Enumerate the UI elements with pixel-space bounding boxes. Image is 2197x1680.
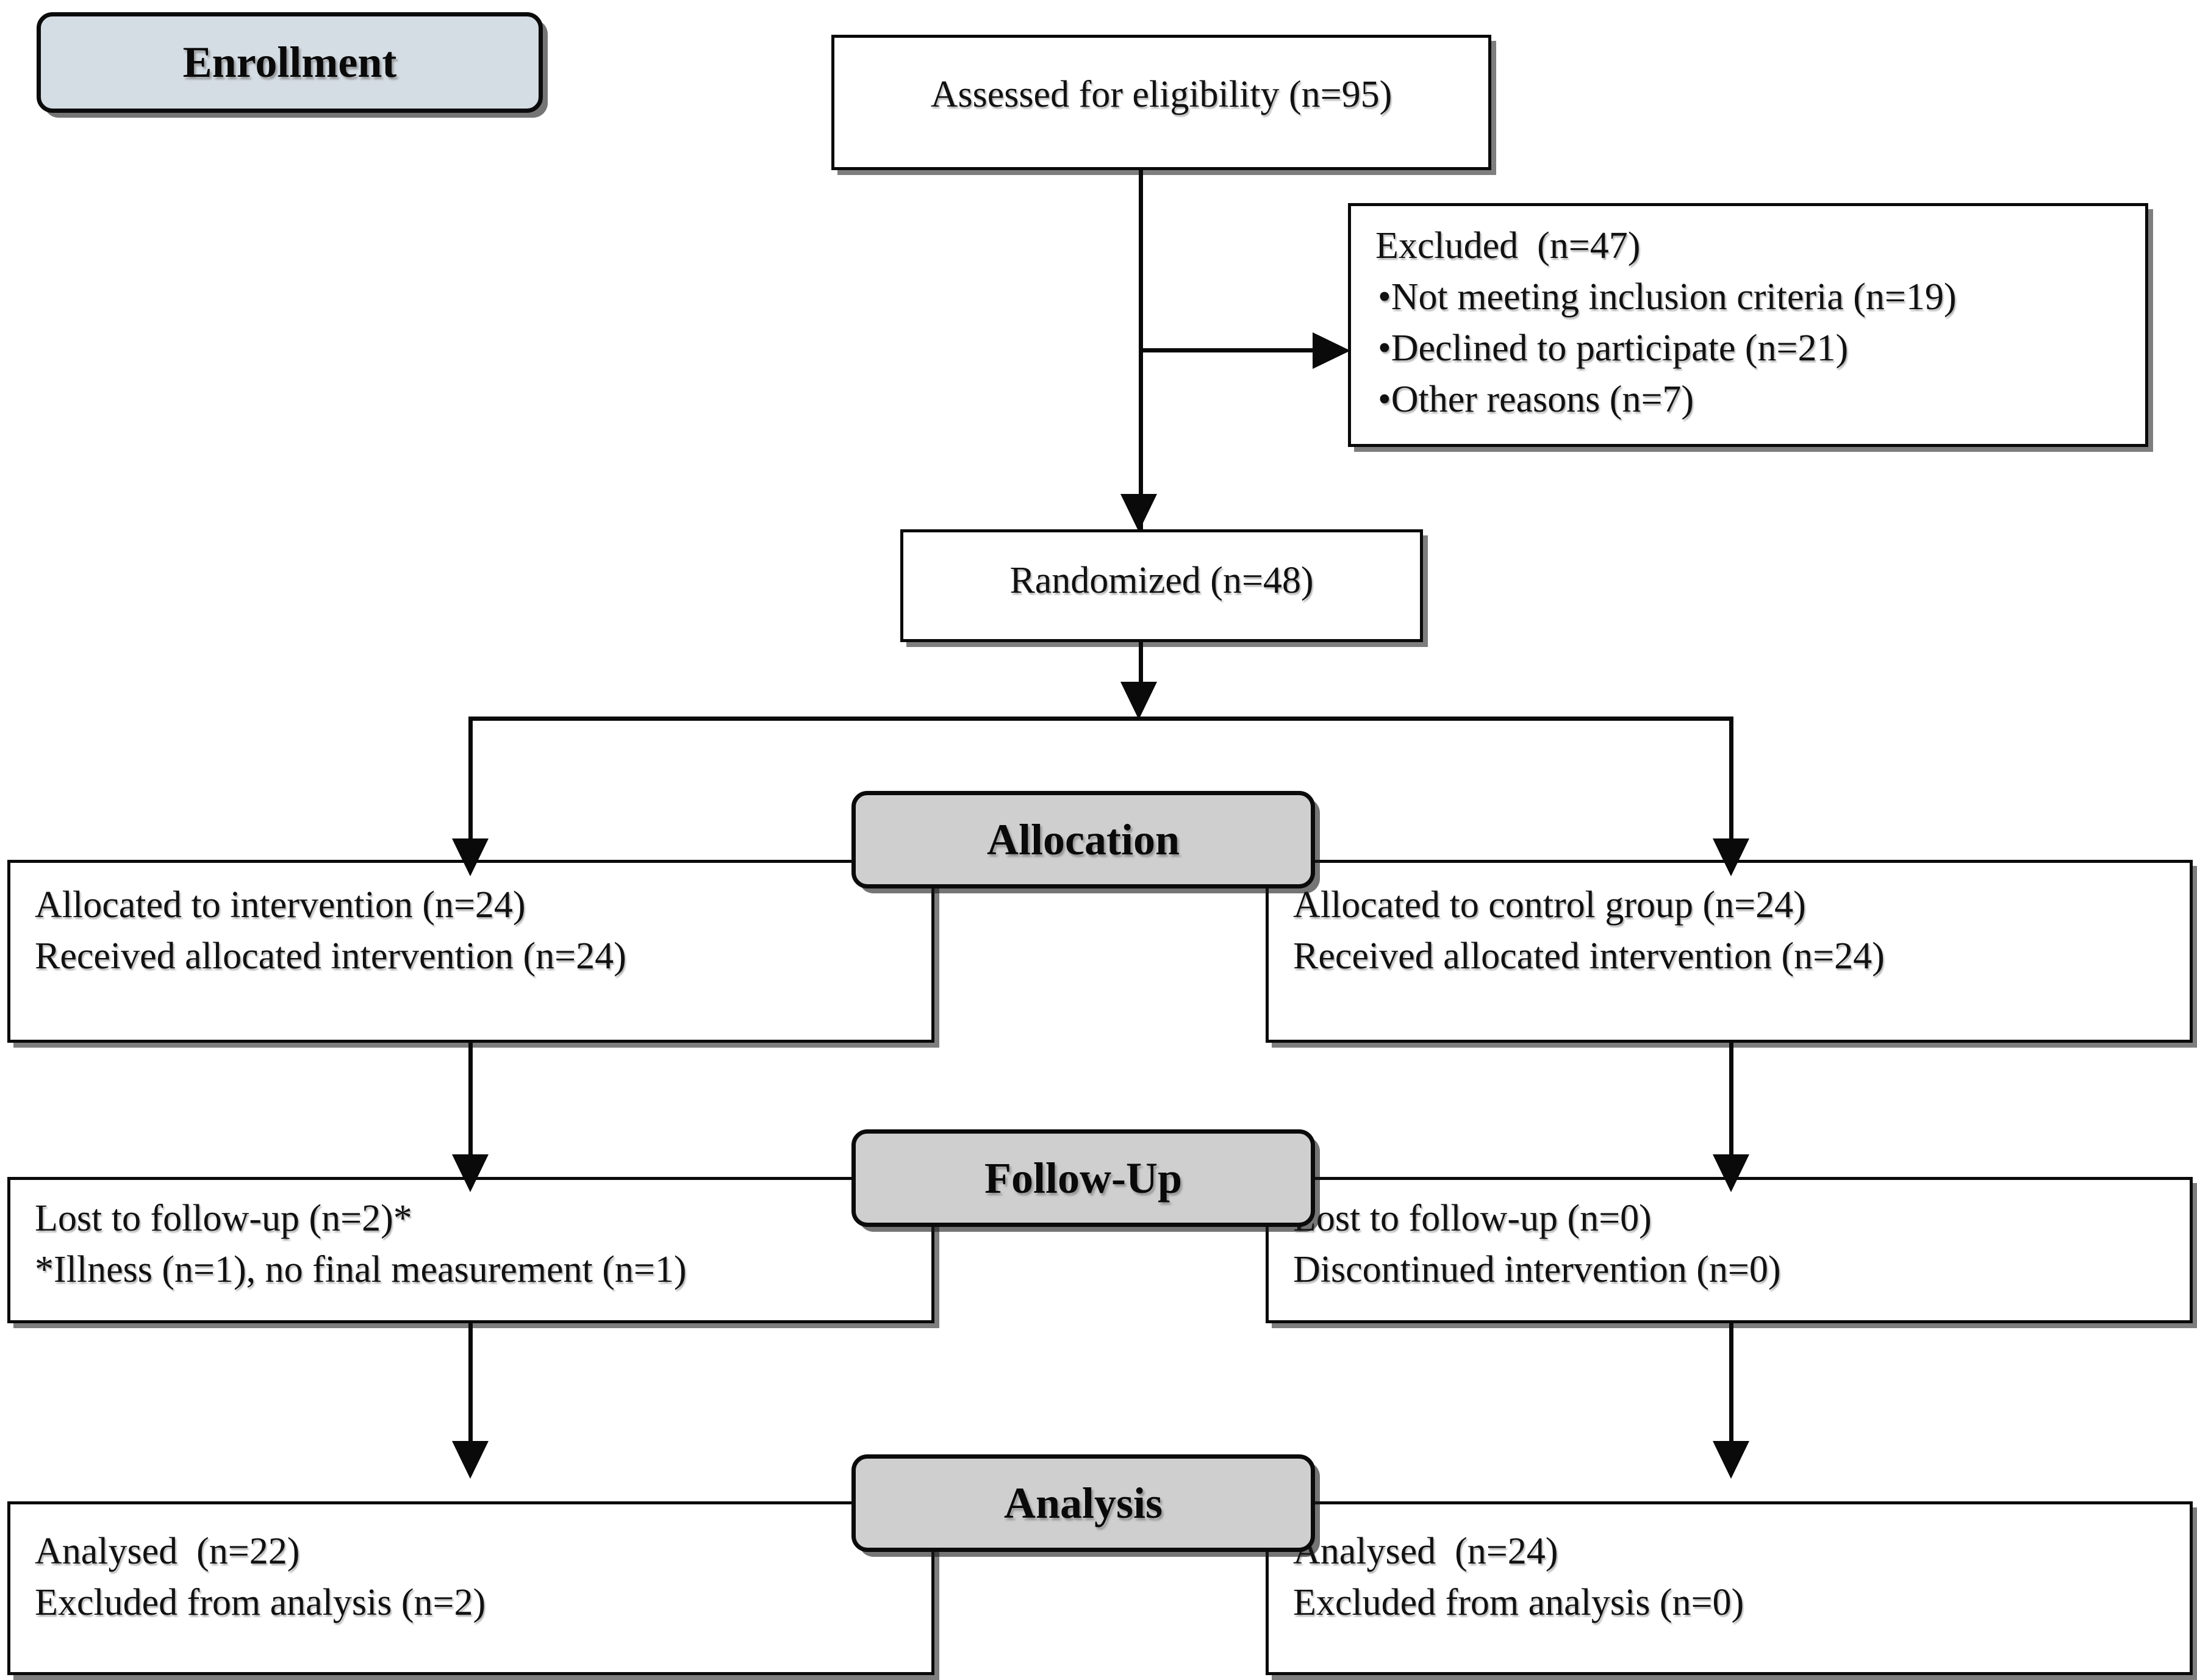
- stage-label-follow-up: Follow-Up: [851, 1129, 1315, 1227]
- stage-label-enrollment: Enrollment: [37, 12, 543, 113]
- allocation-right-line-2: Received allocated intervention (n=24): [1293, 935, 1885, 977]
- stage-label-allocation-text: Allocation: [987, 815, 1180, 864]
- box-allocation-left: Allocated to intervention (n=24) Receive…: [7, 860, 934, 1043]
- connector-randomized-down: [1139, 642, 1143, 688]
- box-randomized: Randomized (n=48): [900, 529, 1423, 642]
- stage-label-analysis-text: Analysis: [1003, 1478, 1163, 1528]
- stage-label-follow-up-text: Follow-Up: [984, 1153, 1182, 1203]
- allocation-left-line-1: Allocated to intervention (n=24): [35, 884, 526, 926]
- arrow-to-excluded: [1313, 332, 1350, 369]
- analysis-right-line-1: Analysed (n=24): [1293, 1531, 1558, 1572]
- box-analysis-left: Analysed (n=22) Excluded from analysis (…: [7, 1501, 934, 1675]
- analysis-right-line-2: Excluded from analysis (n=0): [1293, 1582, 1744, 1623]
- box-followup-left: Lost to follow-up (n=2)* *Illness (n=1),…: [7, 1177, 934, 1323]
- excluded-reason-2: •Declined to participate (n=21): [1378, 327, 1849, 369]
- randomized-text: Randomized (n=48): [1009, 560, 1314, 601]
- box-assessed-for-eligibility: Assessed for eligibility (n=95): [831, 35, 1491, 170]
- connector-split-right: [1729, 717, 1733, 851]
- arrow-followup-left-to-analysis: [452, 1441, 489, 1479]
- connector-allocation-right-to-followup: [1729, 1043, 1733, 1168]
- arrow-allocation-right-to-followup: [1713, 1154, 1749, 1192]
- analysis-left-line-1: Analysed (n=22): [35, 1531, 300, 1572]
- followup-right-line-1: Lost to follow-up (n=0): [1293, 1198, 1652, 1239]
- box-analysis-right: Analysed (n=24) Excluded from analysis (…: [1266, 1501, 2193, 1675]
- connector-to-excluded: [1141, 348, 1331, 352]
- analysis-left-line-2: Excluded from analysis (n=2): [35, 1582, 486, 1623]
- excluded-heading: Excluded (n=47): [1375, 225, 1641, 266]
- arrow-assessed-to-randomized: [1120, 494, 1157, 532]
- connector-followup-left-to-analysis: [468, 1323, 473, 1454]
- box-allocation-right: Allocated to control group (n=24) Receiv…: [1266, 860, 2193, 1043]
- arrow-split-left: [452, 838, 489, 876]
- stage-label-analysis: Analysis: [851, 1454, 1315, 1552]
- box-excluded: Excluded (n=47) •Not meeting inclusion c…: [1348, 203, 2148, 447]
- allocation-left-line-2: Received allocated intervention (n=24): [35, 935, 626, 977]
- followup-left-line-1: Lost to follow-up (n=2)*: [35, 1198, 412, 1239]
- stage-label-enrollment-text: Enrollment: [182, 38, 397, 87]
- followup-left-line-2: *Illness (n=1), no final measurement (n=…: [35, 1249, 687, 1290]
- box-followup-right: Lost to follow-up (n=0) Discontinued int…: [1266, 1177, 2193, 1323]
- assessed-text: Assessed for eligibility (n=95): [930, 74, 1392, 115]
- arrow-allocation-left-to-followup: [452, 1154, 489, 1192]
- split-bar-allocation: [468, 717, 1733, 721]
- followup-right-line-2: Discontinued intervention (n=0): [1293, 1249, 1781, 1290]
- arrow-randomized-split: [1120, 682, 1157, 720]
- excluded-reason-1: •Not meeting inclusion criteria (n=19): [1378, 276, 1957, 318]
- excluded-reason-3: •Other reasons (n=7): [1378, 379, 1694, 420]
- connector-followup-right-to-analysis: [1729, 1323, 1733, 1454]
- connector-allocation-left-to-followup: [468, 1043, 473, 1168]
- stage-label-allocation: Allocation: [851, 791, 1315, 888]
- connector-split-left: [468, 717, 473, 851]
- arrow-split-right: [1713, 838, 1749, 876]
- allocation-right-line-1: Allocated to control group (n=24): [1293, 884, 1806, 926]
- arrow-followup-right-to-analysis: [1713, 1441, 1749, 1479]
